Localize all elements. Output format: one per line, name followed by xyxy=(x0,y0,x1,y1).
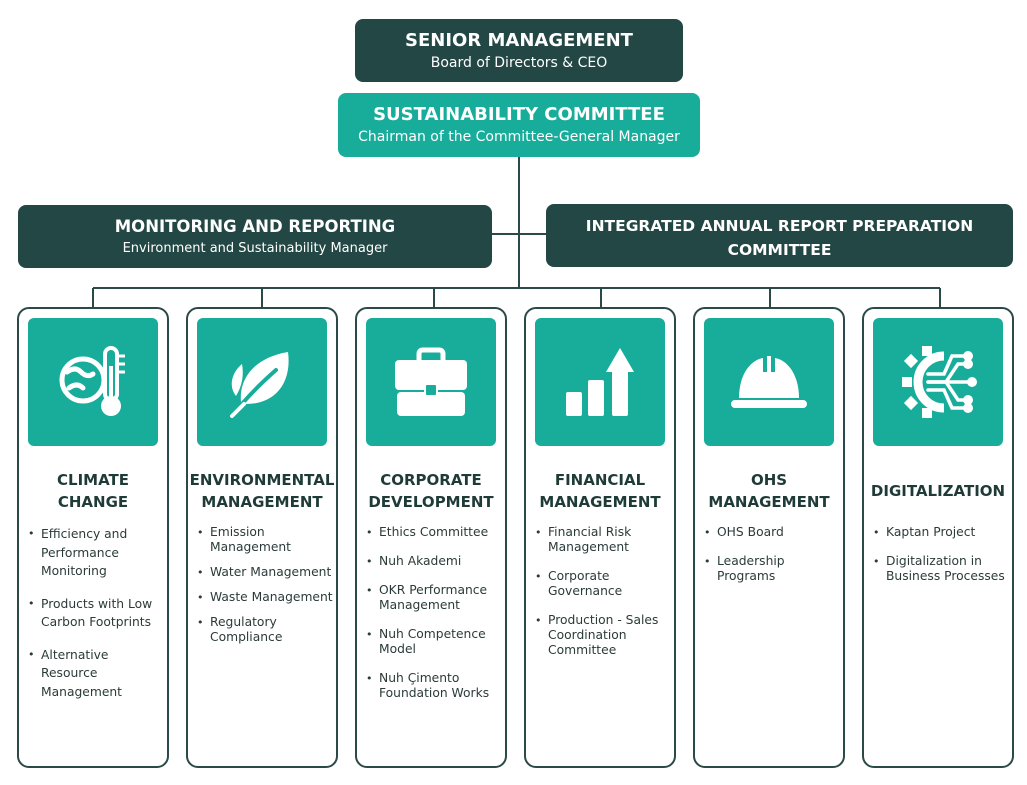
senior-management-subtitle: Board of Directors & CEO xyxy=(430,55,608,71)
list-item: Nuh Çimento Foundation Works xyxy=(365,671,503,701)
pillar-title: ENVIRONMENTAL MANAGEMENT xyxy=(189,471,335,511)
pillar-card-climate-change: CLIMATE CHANGE Efficiency and Performanc… xyxy=(17,307,169,768)
list-item: Regulatory Compliance xyxy=(196,615,334,645)
report-committee-title: INTEGRATED ANNUAL REPORT PREPARATION COM… xyxy=(585,217,974,259)
pillar-title: DIGITALIZATION xyxy=(870,482,1006,500)
monitoring-reporting-box: MONITORING AND REPORTING Environment and… xyxy=(18,205,492,268)
monitoring-reporting-title: MONITORING AND REPORTING xyxy=(114,217,396,236)
list-item: Leadership Programs xyxy=(703,554,841,584)
list-item: Kaptan Project xyxy=(872,525,1010,540)
list-item: Nuh Akademi xyxy=(365,554,503,569)
monitoring-reporting-subtitle: Environment and Sustainability Manager xyxy=(122,241,388,256)
icon-tile xyxy=(28,318,158,446)
climate-thermometer-icon xyxy=(59,346,125,416)
list-item: Emission Management xyxy=(196,525,334,555)
list-item: Ethics Committee xyxy=(365,525,503,540)
pillar-title: FINANCIAL MANAGEMENT xyxy=(539,471,661,511)
briefcase-icon xyxy=(395,347,467,416)
pillar-card-digitalization: DIGITALIZATION Kaptan Project Digitaliza… xyxy=(862,307,1014,768)
list-item: Products with Low Carbon Footprints xyxy=(27,595,165,632)
pillar-title: OHS MANAGEMENT xyxy=(708,471,830,511)
icon-tile xyxy=(366,318,496,446)
pillar-item-list: Ethics Committee Nuh Akademi OKR Perform… xyxy=(365,525,503,711)
sustainability-committee-box: SUSTAINABILITY COMMITTEE Chairman of the… xyxy=(338,93,700,157)
list-item: Digitalization in Business Processes xyxy=(872,554,1010,584)
pillar-title: CORPORATE DEVELOPMENT xyxy=(368,471,494,511)
pillar-item-list: Financial Risk Management Corporate Gove… xyxy=(534,525,672,668)
sustainability-committee-subtitle: Chairman of the Committee-General Manage… xyxy=(358,129,680,145)
leaf-icon xyxy=(230,352,289,418)
icon-tile xyxy=(535,318,665,446)
list-item: Water Management xyxy=(196,565,334,580)
list-item: Waste Management xyxy=(196,590,334,605)
pillar-item-list: Efficiency and Performance Monitoring Pr… xyxy=(27,525,165,711)
icon-tile xyxy=(704,318,834,446)
hard-hat-icon xyxy=(731,356,807,408)
list-item: Alternative Resource Management xyxy=(27,646,165,702)
senior-management-box: SENIOR MANAGEMENT Board of Directors & C… xyxy=(355,19,683,82)
icon-tile xyxy=(873,318,1003,446)
sustainability-committee-title: SUSTAINABILITY COMMITTEE xyxy=(373,104,665,125)
digital-gear-icon xyxy=(902,346,977,418)
list-item: OHS Board xyxy=(703,525,841,540)
pillar-item-list: OHS Board Leadership Programs xyxy=(703,525,841,594)
list-item: OKR Performance Management xyxy=(365,583,503,613)
senior-management-title: SENIOR MANAGEMENT xyxy=(405,30,633,51)
pillar-card-corporate-development: CORPORATE DEVELOPMENT Ethics Committee N… xyxy=(355,307,507,768)
list-item: Nuh Competence Model xyxy=(365,627,503,657)
report-committee-subtitle: HR Director, Environment and Sustainabil… xyxy=(560,265,999,279)
pillar-card-environmental-management: ENVIRONMENTAL MANAGEMENT Emission Manage… xyxy=(186,307,338,768)
pillar-card-financial-management: FINANCIAL MANAGEMENT Financial Risk Mana… xyxy=(524,307,676,768)
pillar-item-list: Emission Management Water Management Was… xyxy=(196,525,334,655)
list-item: Corporate Governance xyxy=(534,569,672,599)
list-item: Financial Risk Management xyxy=(534,525,672,555)
pillar-card-ohs-management: OHS MANAGEMENT OHS Board Leadership Prog… xyxy=(693,307,845,768)
icon-tile xyxy=(197,318,327,446)
pillar-item-list: Kaptan Project Digitalization in Busines… xyxy=(872,525,1010,594)
list-item: Efficiency and Performance Monitoring xyxy=(27,525,165,581)
pillar-title: CLIMATE CHANGE xyxy=(57,471,129,511)
growth-chart-icon xyxy=(566,348,634,416)
list-item: Production - Sales Coordination Committe… xyxy=(534,613,672,658)
report-committee-box: INTEGRATED ANNUAL REPORT PREPARATION COM… xyxy=(546,204,1013,279)
